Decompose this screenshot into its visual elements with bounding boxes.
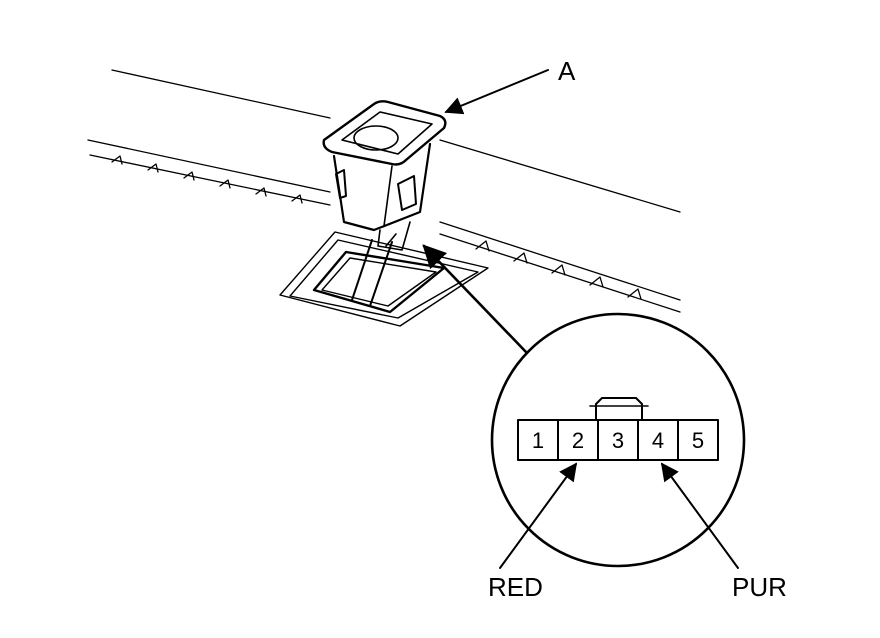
wire-callouts: RED PUR xyxy=(488,462,787,602)
pin-4: 4 xyxy=(652,428,664,453)
pin-3: 3 xyxy=(612,428,624,453)
pin-1: 1 xyxy=(532,428,544,453)
wire-label-pur: PUR xyxy=(732,572,787,602)
connector-detail-view: 1 2 3 4 5 xyxy=(490,312,746,568)
wire-label-red: RED xyxy=(488,572,543,602)
part-label-a: A xyxy=(558,56,576,86)
switch-assembly xyxy=(322,100,447,251)
pin-2: 2 xyxy=(572,428,584,453)
callout-a: A xyxy=(444,56,576,115)
pin-5: 5 xyxy=(692,428,704,453)
roof-panel xyxy=(87,69,681,313)
detail-pointer-arrow xyxy=(422,244,528,354)
connector-face xyxy=(517,419,719,461)
